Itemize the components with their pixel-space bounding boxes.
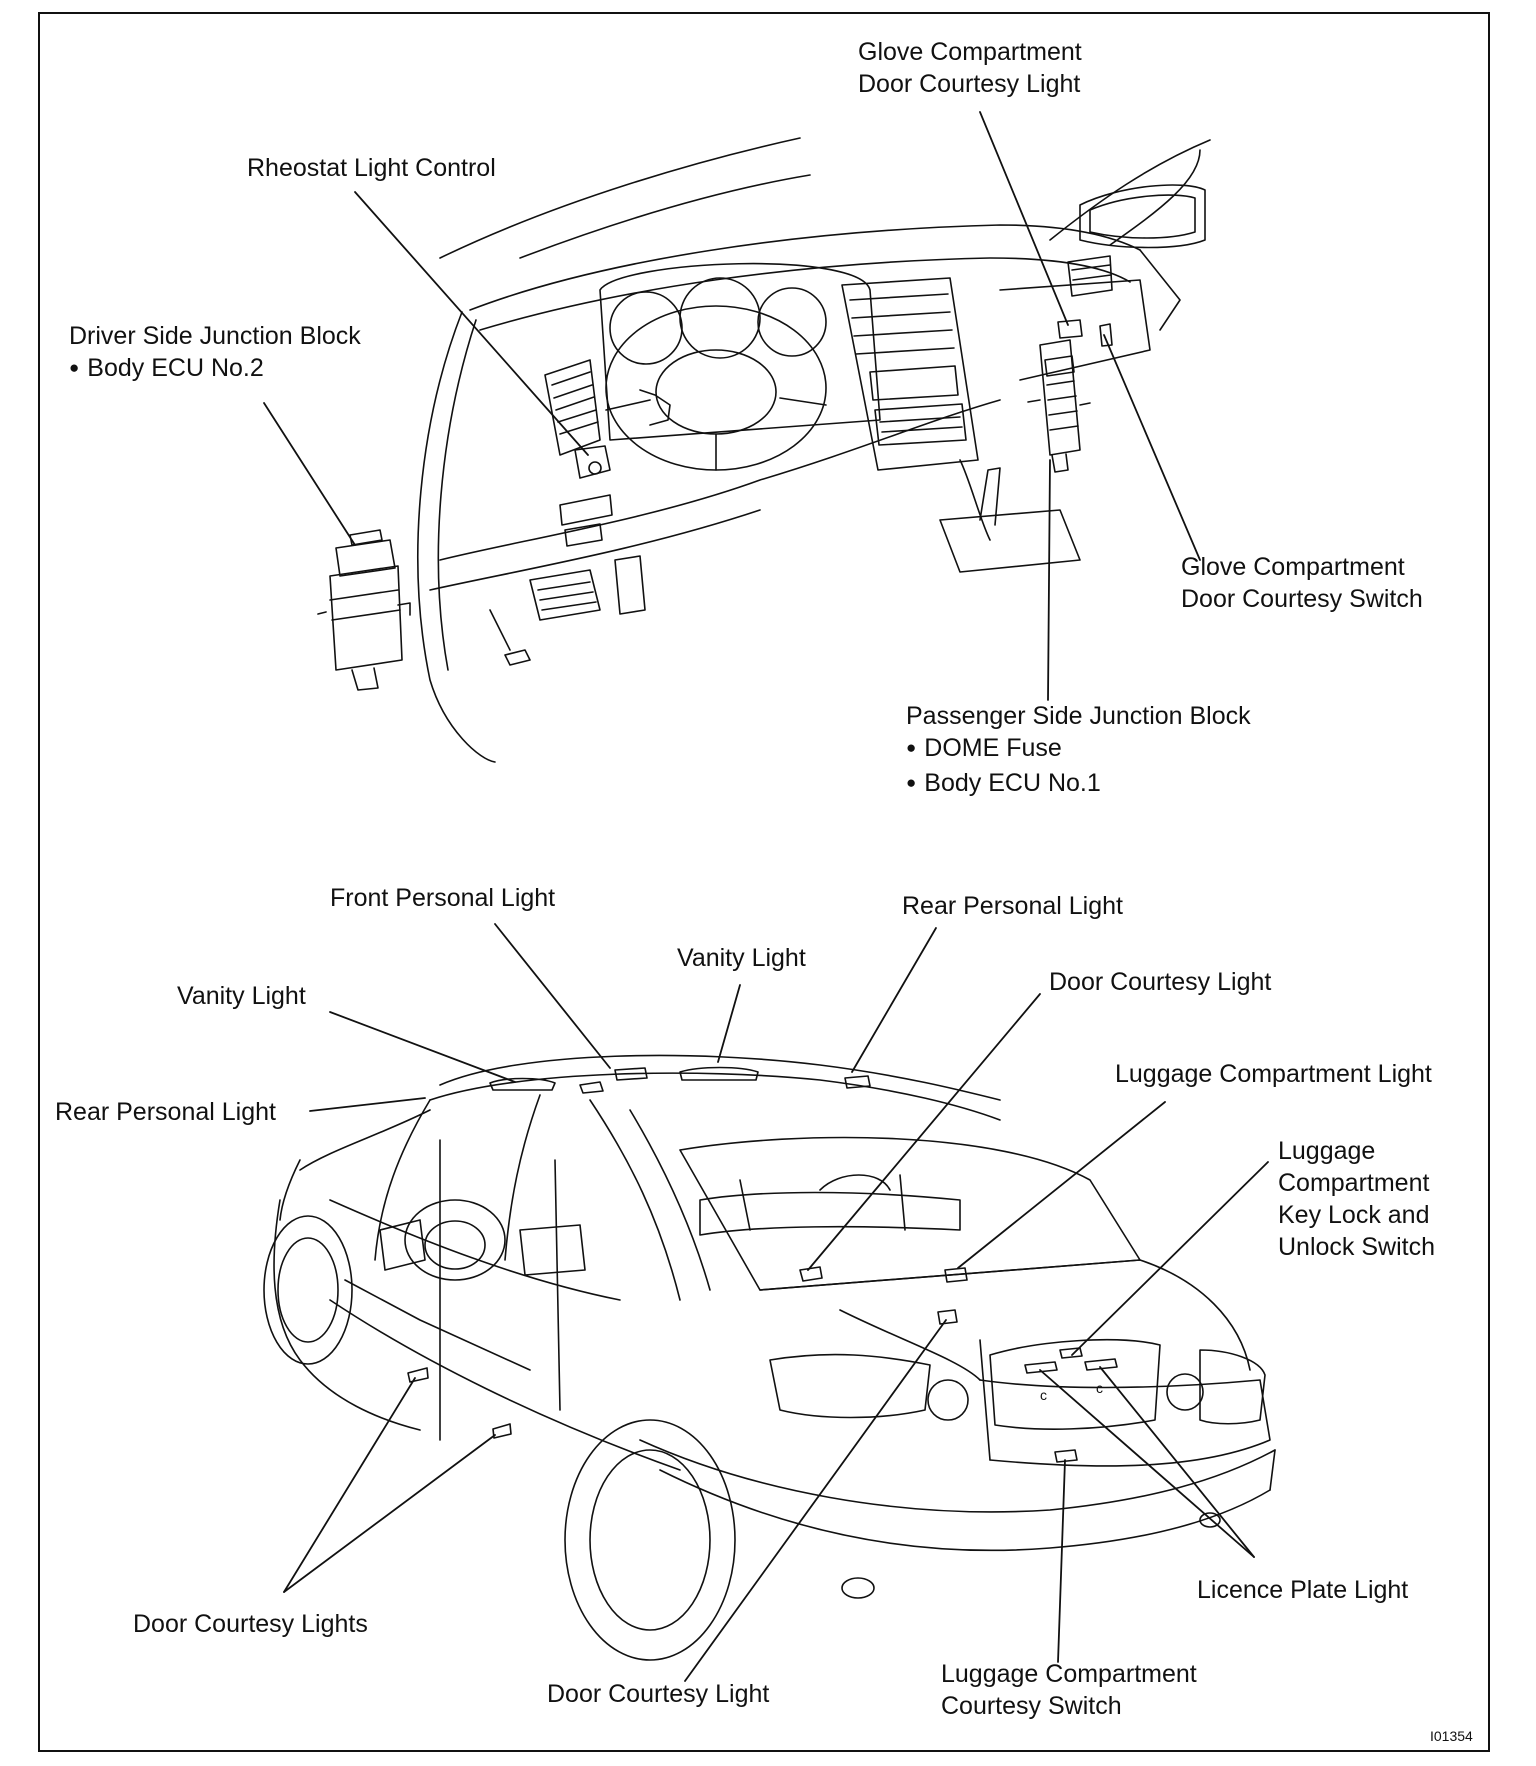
label-rear-personal-light-top: Rear Personal Light xyxy=(902,892,1123,920)
label-vanity-light-center: Vanity Light xyxy=(677,944,806,972)
label-front-personal-light: Front Personal Light xyxy=(330,884,556,912)
label-luggage-compartment-light: Luggage Compartment Light xyxy=(1115,1060,1432,1088)
label-glove-compartment-door-courtesy-light: Glove Compartment Door Courtesy Light xyxy=(858,38,1082,98)
label-passenger-side-junction-block: Passenger Side Junction Block DOME Fuse … xyxy=(906,700,1251,802)
label-driver-side-junction-block: Driver Side Junction Block Body ECU No.2 xyxy=(69,320,361,387)
svg-text:c: c xyxy=(1096,1380,1103,1396)
leader-lines-top xyxy=(263,111,1201,701)
label-door-courtesy-light-top: Door Courtesy Light xyxy=(1049,968,1272,996)
label-door-courtesy-lights: Door Courtesy Lights xyxy=(133,1610,368,1638)
svg-text:c: c xyxy=(1040,1387,1047,1403)
leader-lines-bottom xyxy=(283,923,1269,1682)
dashboard-illustration xyxy=(317,137,1211,763)
label-rheostat-light-control: Rheostat Light Control xyxy=(247,154,496,182)
label-luggage-compartment-courtesy-switch: Luggage Compartment Courtesy Switch xyxy=(941,1660,1197,1720)
diagram-frame xyxy=(38,12,1490,1752)
label-glove-compartment-door-courtesy-switch: Glove Compartment Door Courtesy Switch xyxy=(1181,553,1423,613)
label-luggage-compartment-key-lock-switch: Luggage Compartment Key Lock and Unlock … xyxy=(1278,1137,1435,1261)
car-illustration: c c xyxy=(263,1054,1276,1661)
label-licence-plate-light: Licence Plate Light xyxy=(1197,1576,1409,1604)
label-door-courtesy-light-bottom: Door Courtesy Light xyxy=(547,1680,770,1708)
label-vanity-light-left: Vanity Light xyxy=(177,982,306,1010)
label-rear-personal-light-left: Rear Personal Light xyxy=(55,1098,276,1126)
figure-code: I01354 xyxy=(1430,1728,1473,1744)
